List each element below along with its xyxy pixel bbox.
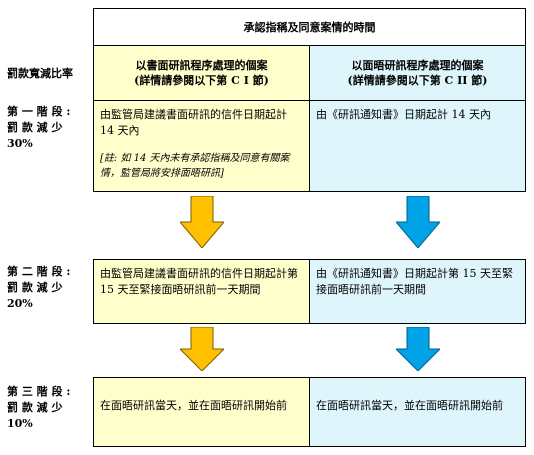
written-inquiry-reference: (詳情請參閱以下第 C I 節) [134, 74, 269, 87]
oral-inquiry-title: 以面晤研訊程序處理的個案 [351, 59, 484, 72]
stage-1-label-line1: 第 一 階 段 : [7, 105, 71, 118]
stage-3-label-line2: 罰 款 減 少 [7, 401, 63, 414]
stage-1-written-note: [註: 如 14 天內未有承認指稱及同意有關案情，監管局將安排面晤研訊] [100, 153, 290, 179]
stage-1-oral-text: 由《研訊通知書》日期起計 14 天內 [316, 108, 491, 121]
stage-2-oral-cell: 由《研訊通知書》日期起計第 15 天至緊接面晤研訊前一天期間 [309, 259, 526, 324]
stage-2-written-text: 由監管局建議書面研訊的信件日期起計第 15 天至緊接面晤研訊前一天期間 [100, 267, 298, 296]
stage-2-label: 第 二 階 段 : 罰 款 減 少 20% [7, 264, 93, 312]
stage-2-oral-text: 由《研訊通知書》日期起計第 15 天至緊接面晤研訊前一天期間 [316, 267, 513, 296]
stage-3-label-line1: 第 三 階 段 : [7, 385, 71, 398]
stage-2-label-line2: 罰 款 減 少 [7, 281, 63, 294]
down-arrow-icon [396, 196, 440, 248]
stage-2-label-line3: 20% [7, 297, 33, 310]
stage-3-written-cell: 在面晤研訊當天，並在面晤研訊開始前 [93, 377, 310, 447]
timing-header-text: 承認指稱及同意案情的時間 [243, 21, 376, 34]
stage-3-oral-cell: 在面晤研訊當天，並在面晤研訊開始前 [309, 377, 526, 447]
penalty-reduction-header-text: 罰款寬減比率 [7, 67, 73, 80]
stage-1-label-line3: 30% [7, 137, 33, 150]
oral-inquiry-column-header: 以面晤研訊程序處理的個案 (詳情請參閱以下第 C II 節) [309, 45, 526, 101]
down-arrow-icon [180, 327, 224, 371]
stage-3-label-line3: 10% [7, 417, 33, 430]
stage-1-written-cell: 由監管局建議書面研訊的信件日期起計 14 天內 [註: 如 14 天內未有承認指… [93, 100, 310, 192]
stage-1-oral-cell: 由《研訊通知書》日期起計 14 天內 [309, 100, 526, 192]
written-inquiry-title: 以書面研訊程序處理的個案 [135, 59, 268, 72]
down-arrow-icon [396, 327, 440, 371]
stage-1-label-line2: 罰 款 減 少 [7, 121, 63, 134]
oral-inquiry-reference: (詳情請參閱以下第 C II 節) [347, 74, 488, 87]
penalty-reduction-header: 罰款寬減比率 [7, 66, 93, 82]
down-arrow-icon [180, 196, 224, 248]
stage-3-written-text: 在面晤研訊當天，並在面晤研訊開始前 [100, 399, 287, 412]
written-inquiry-column-header: 以書面研訊程序處理的個案 (詳情請參閱以下第 C I 節) [93, 45, 310, 101]
stage-1-written-text: 由監管局建議書面研訊的信件日期起計 14 天內 [100, 108, 287, 137]
stage-1-label: 第 一 階 段 : 罰 款 減 少 30% [7, 104, 93, 152]
stage-2-label-line1: 第 二 階 段 : [7, 265, 71, 278]
stage-3-oral-text: 在面晤研訊當天，並在面晤研訊開始前 [316, 399, 503, 412]
timing-header: 承認指稱及同意案情的時間 [93, 8, 526, 46]
stage-2-written-cell: 由監管局建議書面研訊的信件日期起計第 15 天至緊接面晤研訊前一天期間 [93, 259, 310, 324]
stage-3-label: 第 三 階 段 : 罰 款 減 少 10% [7, 384, 93, 432]
